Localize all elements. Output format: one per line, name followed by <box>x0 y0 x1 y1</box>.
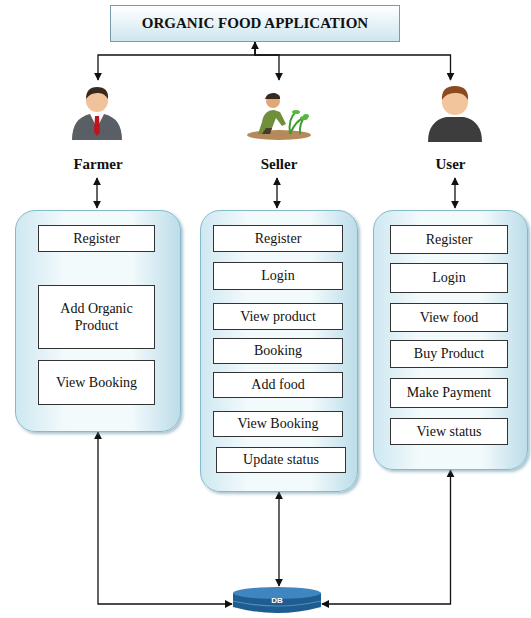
actor-heading: Farmer <box>15 156 181 173</box>
function-box: Register <box>213 225 343 252</box>
seller-icon <box>247 93 311 140</box>
heading-arrow <box>454 178 455 208</box>
function-box: Booking <box>213 338 343 364</box>
node-text: View food <box>420 309 479 327</box>
connector <box>255 42 451 80</box>
node-text: Add Organic Product <box>43 300 150 335</box>
connector <box>255 42 279 80</box>
connector <box>278 492 279 586</box>
heading-arrow <box>276 178 277 208</box>
actor-panel: UserRegisterLoginView foodBuy ProductMak… <box>373 80 528 470</box>
node-text: View status <box>417 423 482 441</box>
node-text: View Booking <box>237 415 318 433</box>
node-text: Login <box>261 267 294 285</box>
function-box: Buy Product <box>390 340 508 368</box>
title-box: ORGANIC FOOD APPLICATION <box>110 5 400 42</box>
function-box: Make Payment <box>390 378 508 408</box>
actor-panel: SellerRegisterLoginView productBookingAd… <box>200 80 358 492</box>
node-text: View product <box>240 308 316 326</box>
function-box: View product <box>213 303 343 330</box>
node-text: ORGANIC FOOD APPLICATION <box>142 15 368 32</box>
farmer-icon <box>72 87 122 140</box>
function-box: Add food <box>213 372 343 398</box>
node-text: Booking <box>254 342 302 360</box>
actor-heading: User <box>373 156 528 173</box>
user-icon <box>428 86 482 142</box>
node-text: Update status <box>243 451 319 469</box>
function-box: Add Organic Product <box>38 285 155 349</box>
function-box: Login <box>390 263 508 293</box>
function-box: Update status <box>216 447 346 473</box>
connector <box>98 42 255 80</box>
function-box: View Booking <box>38 360 155 405</box>
function-box: View status <box>390 418 508 445</box>
heading-arrow <box>96 178 97 208</box>
node-text: View Booking <box>56 374 137 392</box>
function-box: View food <box>390 303 508 332</box>
function-box: Register <box>38 225 155 252</box>
node-text: Register <box>73 230 120 248</box>
node-text: Buy Product <box>414 345 484 363</box>
node-text: DB <box>271 596 283 605</box>
node-text: Add food <box>251 376 304 394</box>
node-text: Make Payment <box>407 384 491 402</box>
database-cylinder: DB <box>232 586 322 614</box>
node-text: Register <box>426 231 473 249</box>
function-box: Register <box>390 225 508 254</box>
function-box: Login <box>213 262 343 290</box>
actor-heading: Seller <box>200 156 358 173</box>
node-text: Login <box>432 269 465 287</box>
actor-panel: FarmerRegisterAdd Organic ProductView Bo… <box>15 80 181 432</box>
function-box: View Booking <box>213 411 343 437</box>
node-text: Register <box>255 230 302 248</box>
